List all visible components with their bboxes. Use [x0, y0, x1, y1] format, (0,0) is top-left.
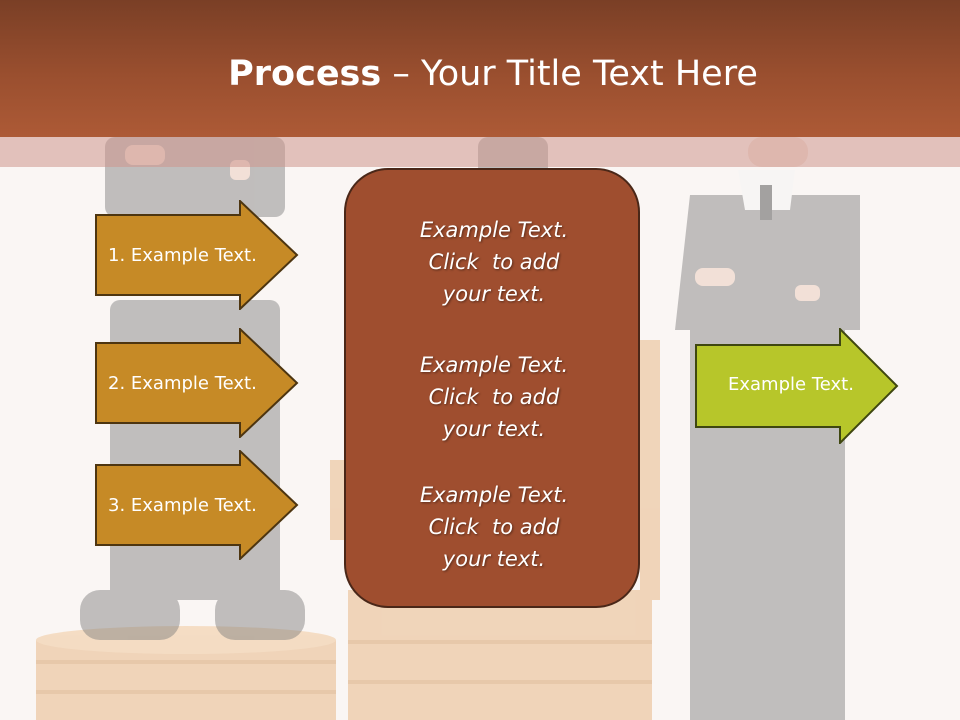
text-block-3: Example Text. Click to add your text.: [346, 479, 642, 575]
text-line: Click to add: [428, 250, 560, 274]
text-line: your text.: [442, 417, 546, 441]
text-block-1: Example Text. Click to add your text.: [346, 214, 642, 310]
text-line: your text.: [442, 547, 546, 571]
text-line: Example Text.: [419, 483, 569, 507]
coin-stack-center: [330, 340, 660, 720]
step-arrow-label: 2. Example Text.: [108, 373, 257, 394]
title-bar: [0, 0, 960, 137]
step-arrow-label: 3. Example Text.: [108, 495, 257, 516]
step-arrow-1[interactable]: 1. Example Text.: [95, 200, 300, 310]
result-arrow-label: Example Text.: [728, 374, 854, 395]
arrow-right-icon: [95, 328, 299, 438]
result-arrow[interactable]: Example Text.: [695, 328, 900, 444]
text-block-2: Example Text. Click to add your text.: [346, 349, 642, 445]
step-arrow-2[interactable]: 2. Example Text.: [95, 328, 300, 438]
title-bold: Process: [228, 54, 382, 94]
center-text-box[interactable]: Example Text. Click to add your text. Ex…: [344, 168, 640, 608]
arrow-right-icon: [695, 328, 899, 444]
text-line: Click to add: [428, 515, 560, 539]
title-bar-band: [0, 137, 960, 167]
step-arrow-label: 1. Example Text.: [108, 245, 257, 266]
arrow-right-icon: [95, 200, 299, 310]
arrow-right-icon: [95, 450, 299, 560]
text-line: Example Text.: [419, 353, 569, 377]
coin-stack-left: [36, 626, 336, 720]
text-line: Example Text.: [419, 218, 569, 242]
title-rest: – Your Title Text Here: [381, 54, 758, 94]
text-line: Click to add: [428, 385, 560, 409]
text-line: your text.: [442, 282, 546, 306]
slide-title[interactable]: Process – Your Title Text Here: [0, 52, 960, 96]
step-arrow-3[interactable]: 3. Example Text.: [95, 450, 300, 560]
